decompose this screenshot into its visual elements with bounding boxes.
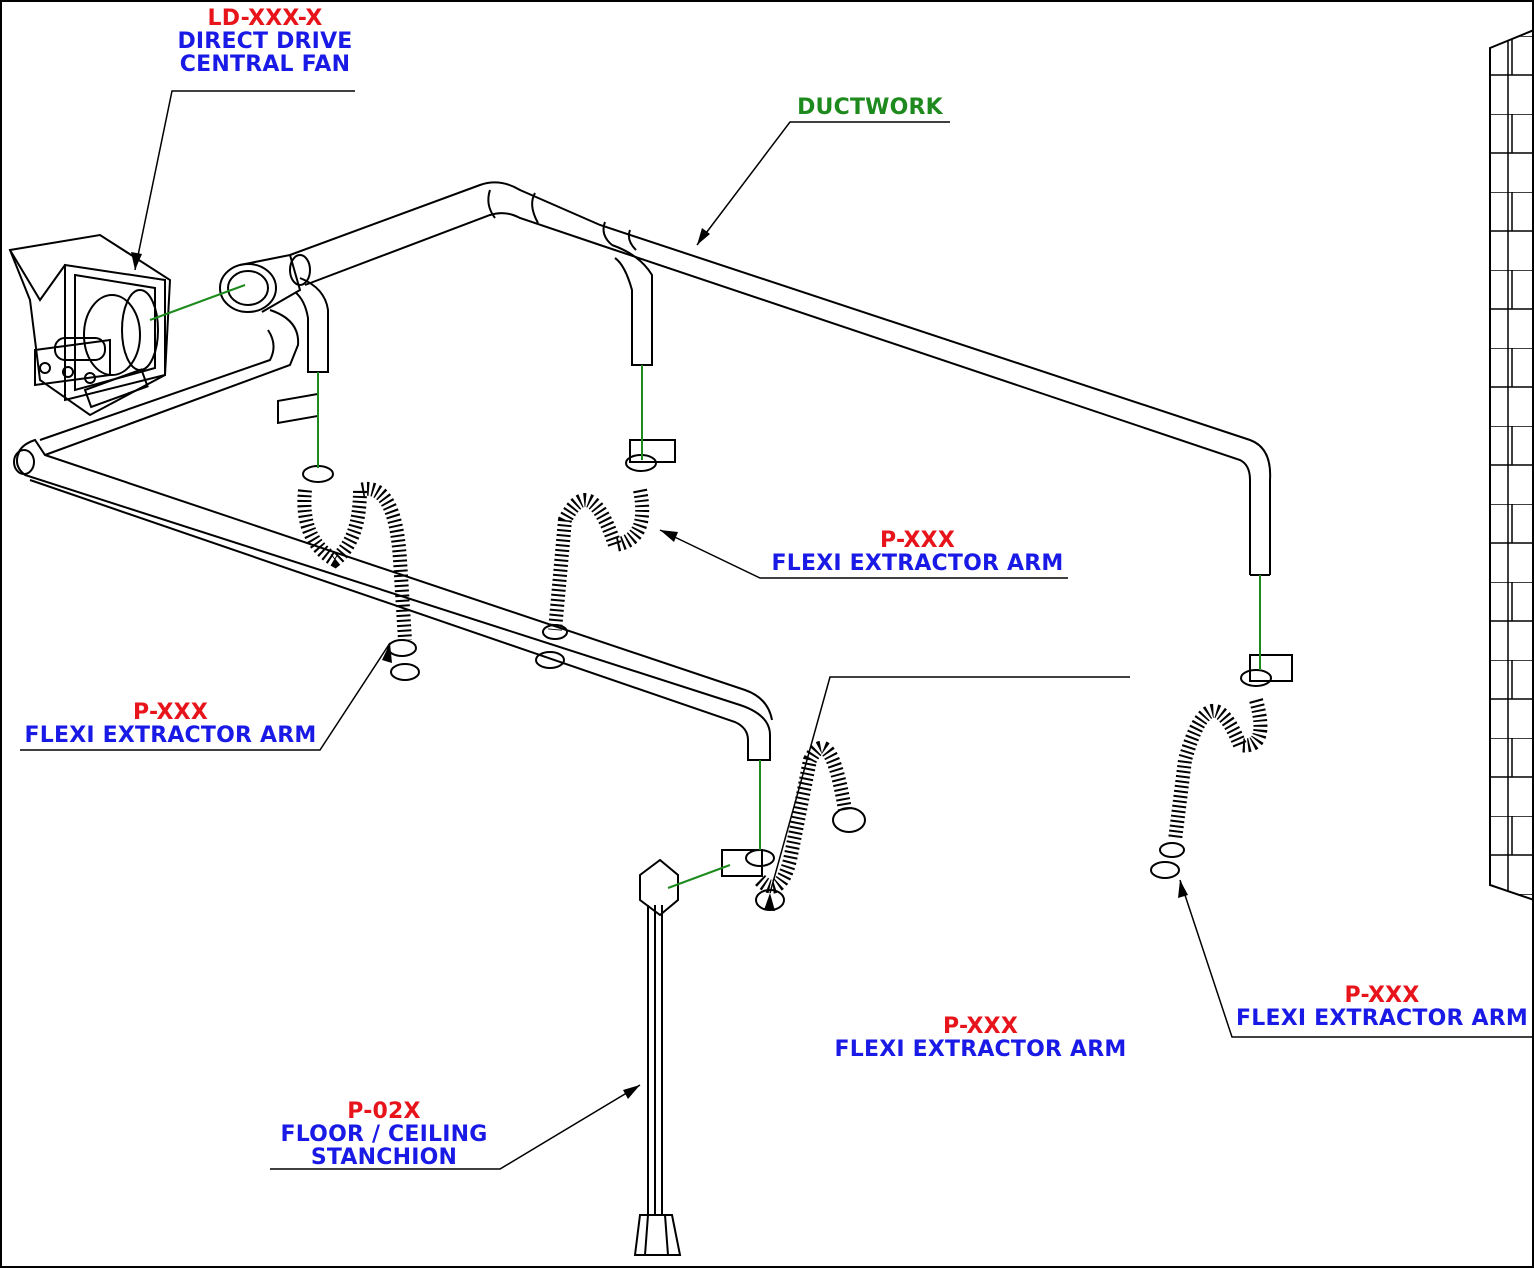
fan-desc-line1: DIRECT DRIVE bbox=[177, 29, 353, 54]
fan-callout: LD-XXX-X DIRECT DRIVE CENTRAL FAN bbox=[175, 7, 355, 76]
arm-right-callout: P-XXX FLEXI EXTRACTOR ARM bbox=[1230, 984, 1534, 1030]
arm-bottom-callout: P-XXX FLEXI EXTRACTOR ARM bbox=[828, 1015, 1133, 1061]
central-fan bbox=[8, 233, 172, 417]
stanchion-callout: P-02X FLOOR / CEILING STANCHION bbox=[268, 1100, 500, 1169]
ductwork bbox=[13, 181, 1272, 761]
arm-center-desc: FLEXI EXTRACTOR ARM bbox=[771, 551, 1064, 576]
arm-bottom-desc: FLEXI EXTRACTOR ARM bbox=[834, 1037, 1127, 1062]
stanchion-desc-line1: FLOOR / CEILING bbox=[280, 1122, 488, 1147]
fan-desc-line2: CENTRAL FAN bbox=[179, 52, 351, 77]
arm-bottom-code: P-XXX bbox=[943, 1014, 1018, 1039]
brick-wall bbox=[1489, 28, 1534, 902]
arm-center-code: P-XXX bbox=[880, 528, 955, 553]
leader-lines bbox=[20, 90, 1534, 1170]
flexi-arms bbox=[277, 392, 1293, 911]
arm-right-code: P-XXX bbox=[1344, 983, 1420, 1008]
ductwork-label: DUCTWORK bbox=[797, 95, 943, 120]
fan-code: LD-XXX-X bbox=[207, 6, 323, 31]
arm-left-callout: P-XXX FLEXI EXTRACTOR ARM bbox=[18, 701, 323, 747]
arm-left-desc: FLEXI EXTRACTOR ARM bbox=[24, 723, 317, 748]
arm-center-callout: P-XXX FLEXI EXTRACTOR ARM bbox=[765, 529, 1070, 575]
arm-right-desc: FLEXI EXTRACTOR ARM bbox=[1236, 1006, 1528, 1031]
stanchion-desc-line2: STANCHION bbox=[310, 1145, 458, 1170]
connection-lines bbox=[149, 284, 1261, 889]
arm-left-code: P-XXX bbox=[133, 700, 208, 725]
stanchion bbox=[633, 858, 682, 1256]
stanchion-code: P-02X bbox=[347, 1099, 421, 1124]
leader-arrowheads bbox=[131, 228, 1188, 1099]
